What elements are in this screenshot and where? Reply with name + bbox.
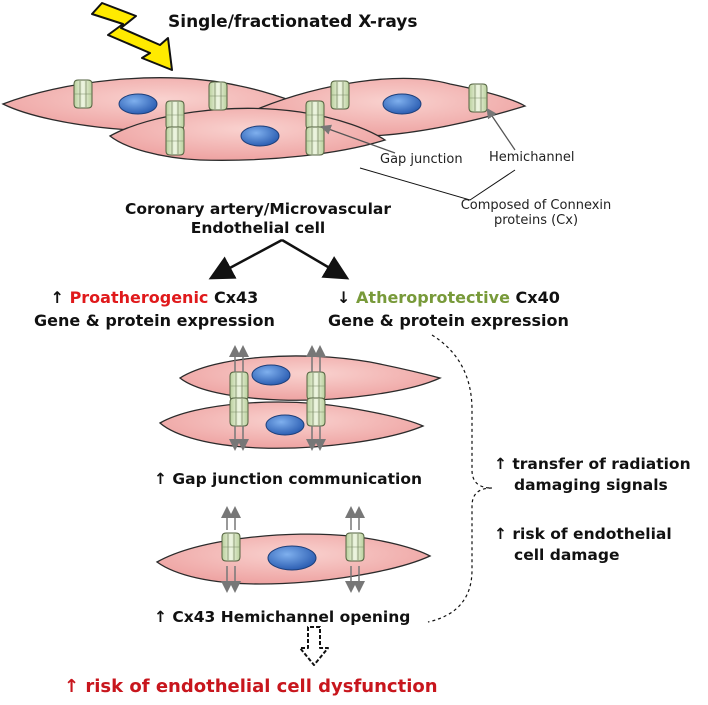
connexin-channel-icon: [345, 532, 365, 562]
cx43-label: Cx43: [213, 288, 259, 307]
connexin-note-line2: proteins (Cx): [493, 213, 579, 228]
nucleus-icon: [265, 414, 305, 436]
up-arrow-icon: ↑: [64, 676, 80, 697]
gap-junction-communication-label: ↑ Gap junction communication: [154, 470, 423, 488]
cell-type-line1: Coronary artery/Microvascular: [124, 200, 392, 218]
risk-line1: ↑ risk of endothelial: [494, 525, 672, 543]
gap-junction-cell-pair: [158, 345, 442, 451]
left-branch-line2: Gene & protein expression: [34, 311, 275, 330]
transfer-line2: damaging signals: [514, 476, 668, 494]
cell-damage-risk-label: ↑ risk of endothelial cell damage: [494, 524, 672, 566]
connexin-channel-icon: [330, 80, 350, 110]
left-branch-line1: ↑ Proatherogenic Cx43: [34, 286, 275, 309]
gap-junction-label: Gap junction: [380, 152, 463, 167]
nucleus-icon: [240, 125, 280, 147]
right-branch-line1: ↓ Atheroprotective Cx40: [328, 286, 569, 309]
conclusion-text: risk of endothelial cell dysfunction: [85, 676, 438, 697]
cell-type-label: Coronary artery/Microvascular Endothelia…: [88, 200, 428, 238]
endothelial-cell-cluster: [1, 77, 527, 161]
page-title: Single/fractionated X-rays: [168, 12, 418, 32]
cell-type-line2: Endothelial cell: [190, 219, 326, 237]
proatherogenic-label: Proatherogenic: [69, 288, 209, 307]
cx40-label: Cx40: [515, 288, 560, 307]
right-branch-text: ↓ Atheroprotective Cx40 Gene & protein e…: [328, 286, 569, 332]
connexin-channel-icon: [306, 101, 324, 155]
connexin-channel-icon: [230, 372, 248, 426]
atheroprotective-label: Atheroprotective: [356, 288, 510, 307]
connexin-channel-icon: [208, 81, 228, 111]
connexin-note: Composed of Connexin proteins (Cx): [446, 198, 626, 228]
lightning-icon: [91, 2, 173, 71]
dashed-brace: [427, 334, 493, 623]
down-arrow-icon: ↓: [337, 288, 351, 307]
connexin-channel-icon: [221, 532, 241, 562]
conclusion-label: ↑ risk of endothelial cell dysfunction: [64, 676, 438, 697]
connexin-channel-icon: [468, 83, 488, 113]
transfer-line1: ↑ transfer of radiation: [494, 455, 691, 473]
connexin-channel-icon: [307, 372, 325, 426]
connexin-channel-icon: [73, 79, 93, 109]
connexin-channel-icon: [166, 101, 184, 155]
hemichannel-label: Hemichannel: [489, 150, 575, 165]
up-arrow-icon: ↑: [50, 288, 64, 307]
right-branch-line2: Gene & protein expression: [328, 311, 569, 330]
nucleus-icon: [267, 545, 317, 571]
nucleus-icon: [382, 93, 422, 115]
transfer-signals-label: ↑ transfer of radiation damaging signals: [494, 454, 691, 496]
risk-line2: cell damage: [514, 546, 620, 564]
left-branch-text: ↑ Proatherogenic Cx43 Gene & protein exp…: [34, 286, 275, 332]
hemichannel-cell: [155, 506, 432, 593]
dashed-down-arrow-icon: [299, 626, 329, 666]
hemichannel-opening-label: ↑ Cx43 Hemichannel opening: [154, 608, 411, 626]
nucleus-icon: [118, 93, 158, 115]
nucleus-icon: [251, 364, 291, 386]
connexin-note-line1: Composed of Connexin: [460, 198, 612, 213]
